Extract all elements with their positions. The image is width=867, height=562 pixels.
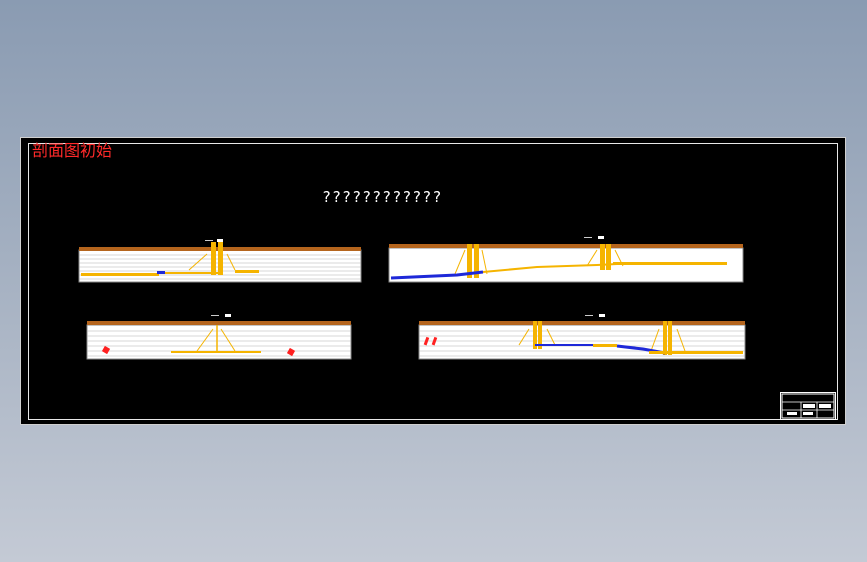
section-profile-4	[417, 311, 747, 361]
drawing-frame	[28, 143, 838, 420]
corner-label: 剖面图初始	[32, 141, 113, 160]
drawing-sheet: 剖面图初始 ????????????	[20, 137, 846, 425]
section-profile-1	[77, 236, 363, 284]
title-block	[780, 392, 836, 420]
drawing-title: ????????????	[322, 188, 443, 206]
section-profile-3	[85, 311, 353, 361]
section-profile-2	[387, 234, 747, 284]
